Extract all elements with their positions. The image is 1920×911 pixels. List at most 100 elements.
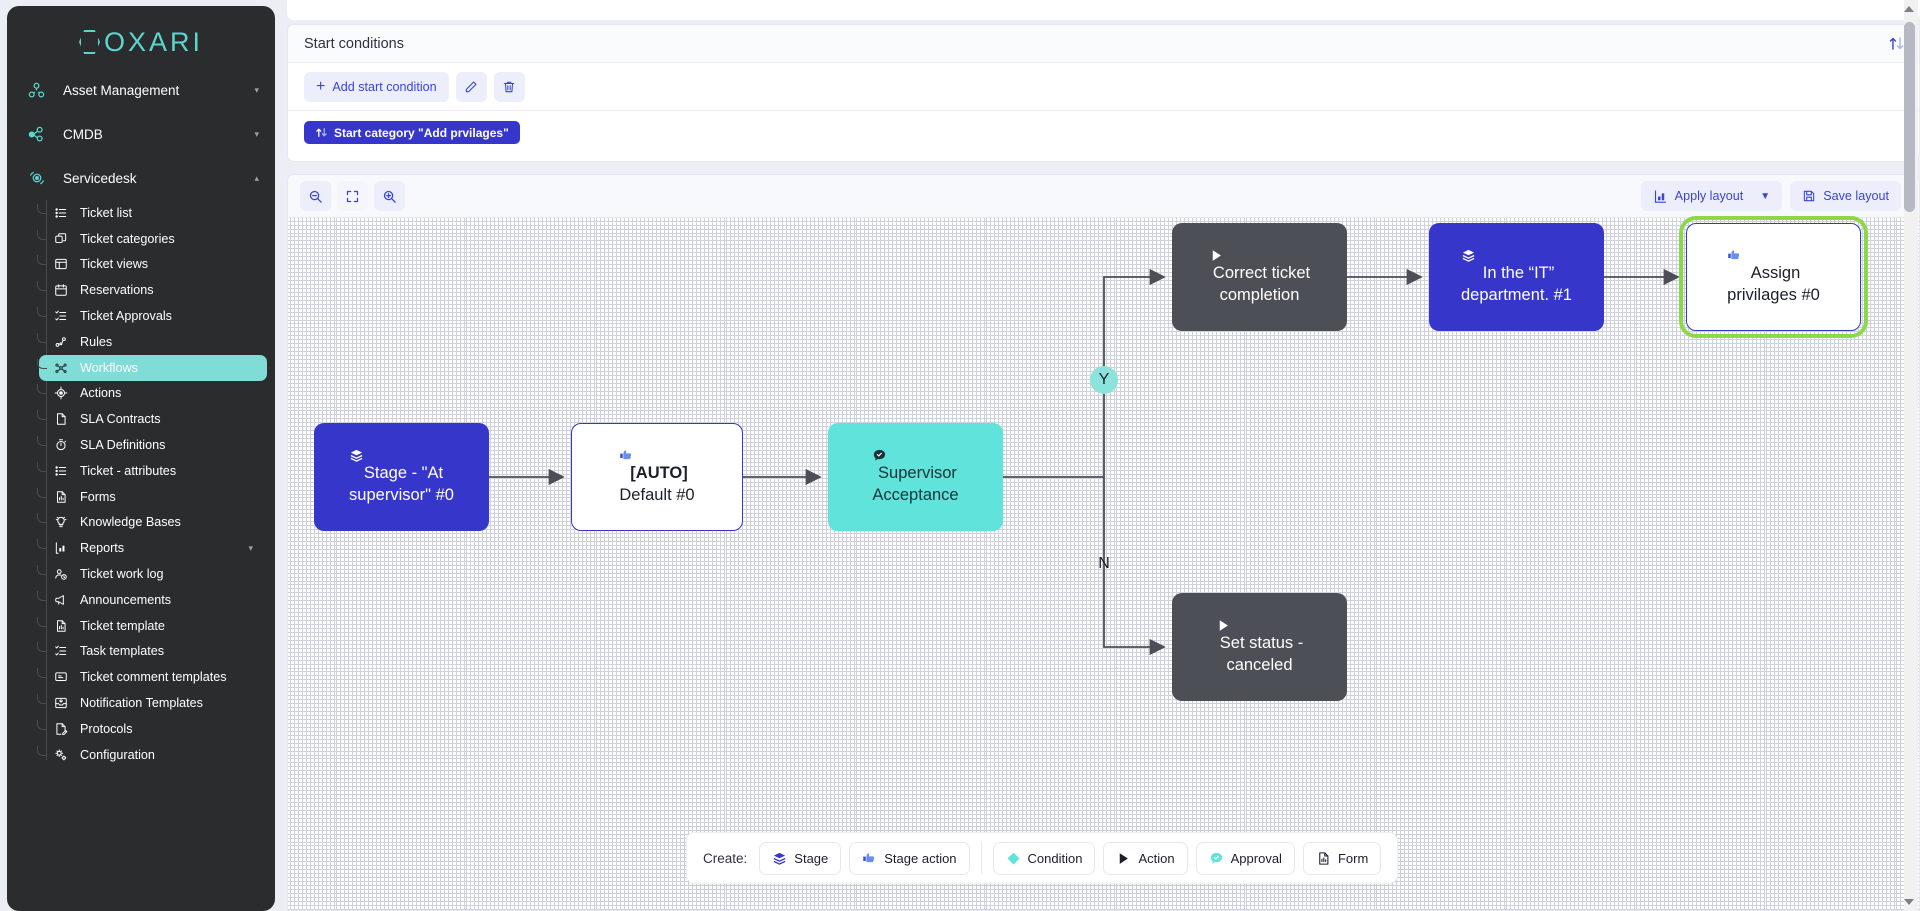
chevron-down-icon[interactable]: ▾ xyxy=(254,128,259,139)
document-icon xyxy=(49,412,73,426)
sidebar-item-protocols[interactable]: Protocols xyxy=(39,716,267,742)
sidebar-item-notification-templates[interactable]: Notification Templates xyxy=(39,690,267,716)
sidebar-group-servicedesk[interactable]: Servicedesk ▴ xyxy=(7,156,275,200)
sidebar-item-sla-definitions[interactable]: SLA Definitions xyxy=(39,432,267,458)
fit-to-screen-button[interactable] xyxy=(337,181,368,211)
sidebar-item-forms[interactable]: Forms xyxy=(39,484,267,510)
sidebar-item-configuration[interactable]: Configuration xyxy=(39,742,267,768)
zoom-out-button[interactable] xyxy=(300,181,331,211)
sidebar-item-ticket-categories[interactable]: Ticket categories xyxy=(39,226,267,252)
sidebar-group-asset-management[interactable]: Asset Management ▾ xyxy=(7,68,275,112)
graph-node-line1: In the “IT” xyxy=(1482,263,1555,282)
graph-node-line2: supervisor" #0 xyxy=(349,485,454,504)
graph-node-auto-default[interactable]: [AUTO]Default #0 xyxy=(571,423,743,531)
sidebar-item-label: Ticket work log xyxy=(80,567,164,582)
user-clock-icon xyxy=(49,567,73,581)
zoom-in-button[interactable] xyxy=(374,181,405,211)
sidebar-item-actions[interactable]: Actions xyxy=(39,381,267,407)
scroll-up-arrow-icon[interactable] xyxy=(1904,6,1914,12)
chevron-down-icon[interactable]: ▾ xyxy=(254,84,259,95)
brand-logo[interactable]: OXARI xyxy=(7,6,275,68)
form-icon xyxy=(49,490,73,504)
sidebar-item-ticket-views[interactable]: Ticket views xyxy=(39,252,267,278)
apply-layout-button[interactable]: Apply layout ▼ xyxy=(1640,181,1783,211)
graph-node-line2: department. #1 xyxy=(1461,285,1572,304)
inbox-icon xyxy=(49,696,73,710)
sidebar-item-sla-contracts[interactable]: SLA Contracts xyxy=(39,406,267,432)
sidebar-item-announcements[interactable]: Announcements xyxy=(39,587,267,613)
graph-node-line2: privilages #0 xyxy=(1727,285,1820,304)
sidebar-item-label: Forms xyxy=(80,489,116,504)
sidebar-item-knowledge-bases[interactable]: Knowledge Bases xyxy=(39,510,267,536)
main-content: Start conditions + Add start condition xyxy=(287,0,1920,911)
start-category-badge[interactable]: Start category "Add prvilages" xyxy=(304,121,520,144)
sidebar-group-label: Asset Management xyxy=(63,82,180,98)
create-button-label: Stage xyxy=(794,850,829,866)
create-approval-button[interactable]: Approval xyxy=(1195,841,1295,875)
sidebar-item-label: Actions xyxy=(80,386,122,401)
save-layout-button[interactable]: Save layout xyxy=(1790,181,1901,211)
workflow-graph[interactable]: Stage - "At supervisor" #0 [AUTO]Default #… xyxy=(288,216,1919,910)
page-scrollbar[interactable] xyxy=(1904,0,1918,911)
bulb-icon xyxy=(49,515,73,529)
list-icon xyxy=(49,464,73,478)
edit-start-condition-button[interactable] xyxy=(455,71,487,102)
graph-node-in-it-department[interactable]: In the “IT” department. #1 xyxy=(1429,223,1604,331)
graph-node-line2: canceled xyxy=(1226,655,1293,674)
graph-node-line1: Set status - xyxy=(1219,633,1304,652)
sidebar-item-ticket-work-log[interactable]: Ticket work log xyxy=(39,561,267,587)
sidebar-group-label: Servicedesk xyxy=(63,170,137,186)
play-icon xyxy=(1209,248,1310,263)
add-start-condition-button[interactable]: + Add start condition xyxy=(304,71,449,102)
sidebar-item-label: Workflows xyxy=(80,360,138,375)
sidebar-item-label: Ticket categories xyxy=(80,231,175,246)
sidebar-item-workflows[interactable]: Workflows xyxy=(39,354,267,381)
scroll-down-arrow-icon[interactable] xyxy=(1904,899,1914,905)
graph-node-stage-supervisor[interactable]: Stage - "At supervisor" #0 xyxy=(314,423,489,531)
list-icon xyxy=(49,206,73,220)
chevron-up-icon[interactable]: ▴ xyxy=(254,172,259,183)
copy-icon xyxy=(49,232,73,246)
chevron-down-icon[interactable]: ▼ xyxy=(1760,190,1771,202)
graph-canvas[interactable]: Stage - "At supervisor" #0 [AUTO]Default #… xyxy=(288,216,1919,910)
chevron-down-icon[interactable]: ▾ xyxy=(248,542,253,553)
create-stage-action-button[interactable]: Stage action xyxy=(849,841,970,875)
megaphone-icon xyxy=(49,593,73,607)
delete-start-condition-button[interactable] xyxy=(493,71,525,102)
sort-updown-icon[interactable] xyxy=(1888,35,1905,52)
workflow-icon xyxy=(49,361,73,375)
sidebar-item-ticket-template[interactable]: Ticket template xyxy=(39,613,267,639)
servicedesk-icon xyxy=(27,168,57,188)
canvas-toolbar: Apply layout ▼ Save layout xyxy=(288,175,1919,217)
graph-node-line1: Stage - "At xyxy=(363,463,444,482)
sidebar-item-reports[interactable]: Reports▾ xyxy=(39,535,267,561)
sidebar-item-task-templates[interactable]: Task templates xyxy=(39,639,267,665)
sidebar-item-ticket-approvals[interactable]: Ticket Approvals xyxy=(39,303,267,329)
trash-icon xyxy=(502,80,516,94)
create-action-button[interactable]: Action xyxy=(1103,841,1188,875)
create-stage-button[interactable]: Stage xyxy=(759,841,842,875)
gears-icon xyxy=(49,748,73,762)
approval-icon xyxy=(1209,851,1224,866)
sidebar-item-reservations[interactable]: Reservations xyxy=(39,277,267,303)
save-layout-label: Save layout xyxy=(1823,189,1889,203)
table-icon xyxy=(49,257,73,271)
create-condition-button[interactable]: Condition xyxy=(992,841,1096,875)
sidebar: OXARI Asset Management ▾ CMDB xyxy=(7,6,275,911)
assets-icon xyxy=(27,81,57,100)
graph-node-set-status-cancel[interactable]: Set status - canceled xyxy=(1172,593,1347,701)
sidebar-item-rules[interactable]: Rules xyxy=(39,329,267,355)
sidebar-group-cmdb[interactable]: CMDB ▾ xyxy=(7,112,275,156)
nodes-icon xyxy=(49,335,73,349)
sidebar-item-ticket-list[interactable]: Ticket list xyxy=(39,200,267,226)
sidebar-item-ticket-comment-templates[interactable]: Ticket comment templates xyxy=(39,664,267,690)
scroll-thumb[interactable] xyxy=(1904,22,1915,212)
graph-node-line1: [AUTO] xyxy=(630,463,688,482)
create-form-button[interactable]: Form xyxy=(1302,841,1382,875)
sidebar-item-ticket-attributes[interactable]: Ticket - attributes xyxy=(39,458,267,484)
